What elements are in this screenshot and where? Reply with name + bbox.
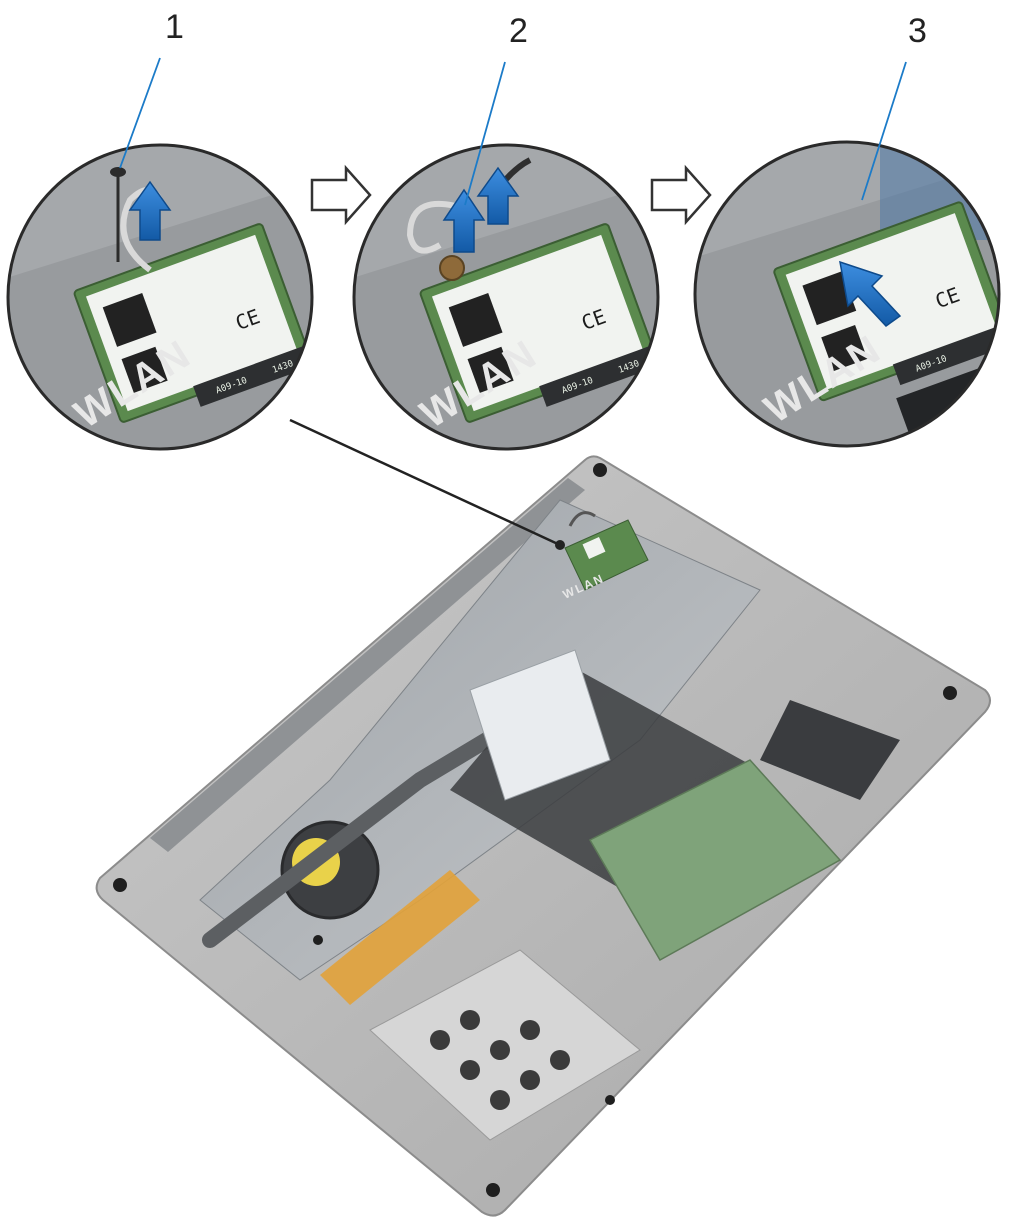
wlan-card-step-1: CE A09-10 1430 bbox=[73, 223, 312, 423]
callout-3: 3 bbox=[861, 12, 927, 201]
callout-number-3: 3 bbox=[908, 12, 927, 50]
wlan-card-step-3: CE A09-10 bbox=[773, 201, 999, 402]
ssd-module bbox=[469, 649, 611, 801]
step-arrow-icon bbox=[650, 164, 712, 226]
qr-code bbox=[448, 293, 503, 347]
detail-step-1: CE A09-10 1430 WLAN bbox=[6, 143, 314, 451]
detail-step-3: CE A09-10 WLAN bbox=[693, 140, 1001, 448]
slide-arrow-icon bbox=[839, 260, 902, 327]
screw-icon bbox=[110, 167, 126, 262]
hinge-strip bbox=[150, 478, 585, 852]
lift-arrow-icon bbox=[128, 180, 172, 241]
detail-step-2: CE A09-10 1430 WLAN bbox=[352, 143, 660, 451]
lift-arrow-icon bbox=[476, 166, 520, 225]
qr-code bbox=[821, 325, 868, 372]
qr-code bbox=[467, 346, 514, 393]
wlan-card-step-2: CE A09-10 1430 bbox=[419, 223, 658, 423]
step-arrow-icon bbox=[310, 164, 372, 226]
chassis-screws bbox=[113, 463, 957, 1197]
screw-standoff bbox=[439, 255, 465, 281]
zoom-leader-line bbox=[289, 418, 561, 547]
shielding-tape bbox=[320, 870, 480, 1005]
qr-code bbox=[802, 271, 857, 326]
laptop-base-assembly: WLAN bbox=[95, 418, 991, 1217]
zoom-leader-dot bbox=[555, 540, 565, 550]
lift-arrow-icon bbox=[442, 188, 486, 253]
callout-2: 2 bbox=[464, 12, 528, 206]
io-board-area bbox=[760, 700, 900, 800]
callout-number-2: 2 bbox=[509, 12, 528, 50]
antenna-cable bbox=[406, 200, 471, 254]
qr-code bbox=[102, 293, 157, 347]
qr-code bbox=[121, 346, 168, 393]
touchpad-board bbox=[588, 759, 842, 962]
callout-number-1: 1 bbox=[165, 8, 184, 46]
battery-holes bbox=[430, 1010, 570, 1110]
callout-1: 1 bbox=[119, 8, 184, 169]
